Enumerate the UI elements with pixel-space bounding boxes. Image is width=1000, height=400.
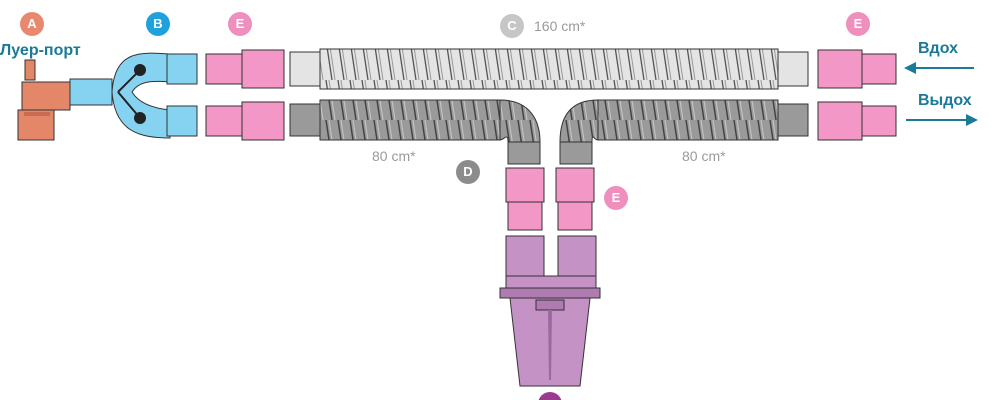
expiratory-right-length-label: 80 cm*: [682, 148, 726, 164]
expiratory-tube-right: [559, 99, 809, 165]
connector-e-middle-left: [505, 167, 545, 231]
inspiratory-length-label: 160 cm*: [534, 18, 586, 34]
connector-e-right-top: [817, 49, 897, 89]
water-trap: [499, 235, 601, 387]
exhale-arrow: [906, 114, 978, 126]
y-piece: [69, 52, 198, 139]
expiratory-tube-left: [289, 99, 541, 165]
luer-port-label: Луер-порт: [0, 42, 81, 59]
label-d-badge: D: [456, 160, 480, 184]
label-e-badge-left: E: [228, 12, 252, 36]
label-e-badge-right: E: [846, 12, 870, 36]
connector-e-left-bottom: [205, 101, 285, 141]
exhale-label: Выдох: [918, 92, 972, 109]
inhale-arrow: [904, 62, 974, 74]
label-b-badge: B: [146, 12, 170, 36]
connector-e-left-top: [205, 49, 285, 89]
label-c-badge: C: [500, 14, 524, 38]
inspiratory-tube: [289, 48, 809, 90]
label-e-badge-middle: E: [604, 186, 628, 210]
connector-e-middle-right: [555, 167, 595, 231]
inhale-label: Вдох: [918, 40, 958, 57]
luer-port: [17, 59, 71, 141]
label-a-badge: A: [20, 12, 44, 36]
expiratory-left-length-label: 80 cm*: [372, 148, 416, 164]
label-f-marker: [538, 392, 562, 400]
connector-e-right-bottom: [817, 101, 897, 141]
